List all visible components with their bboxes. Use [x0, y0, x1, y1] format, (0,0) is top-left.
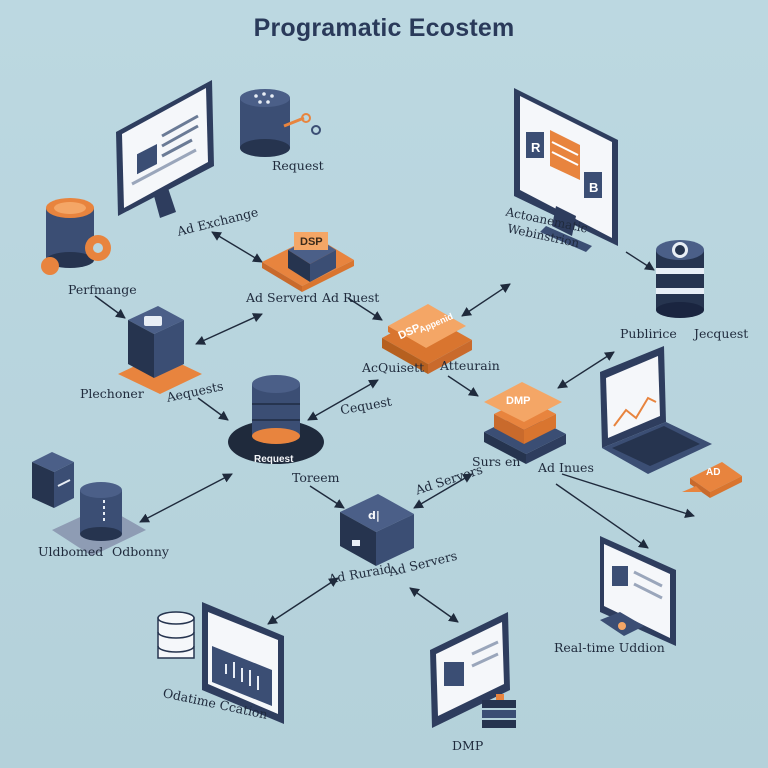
arrow-exchange-dsp: [211, 231, 263, 263]
arrow-request-center: [307, 379, 379, 421]
label-plechoner: Plechoner: [80, 386, 144, 401]
label-jequest: Jecquest: [694, 326, 749, 341]
ad-card-tag: AD: [706, 467, 721, 478]
database-stack-icon: [157, 611, 195, 659]
label-perfmange: Perfmange: [68, 282, 137, 297]
laptop-icon: [600, 346, 712, 474]
data-server-cluster-icon: [32, 452, 146, 556]
arrow-adcenter-dmpmonitor: [409, 587, 459, 623]
ad-card-icon: [682, 462, 742, 498]
label-realtime: Real-time Uddion: [554, 640, 665, 655]
arrow-adcenter-dmp: [413, 473, 473, 509]
publisher-database-icon: [656, 240, 704, 318]
arrow-adinues-tablet: [555, 483, 649, 549]
monitor-icon-top-left: [116, 80, 214, 218]
label-publisher: Publirice: [620, 326, 677, 341]
arrow-plechoner-dsp: [195, 313, 263, 345]
arrow-adcenter-dashboard: [267, 577, 339, 625]
arrow-perfmange-plechoner: [94, 295, 126, 319]
dashboard-monitor-icon: [202, 602, 284, 724]
screen-r-tag: R: [531, 140, 541, 155]
request-database-icon: [240, 89, 321, 157]
dsp-top-tag: DSP: [300, 236, 323, 248]
arrow-dmp-laptop: [557, 351, 615, 389]
label-surs-en: Surs en: [472, 454, 521, 469]
request-platform-tag: Request: [254, 454, 294, 465]
monitor-icon-top-right: [514, 88, 618, 252]
plechoner-server-icon: [118, 306, 202, 394]
request-platform: [228, 375, 324, 464]
label-toreem: Toreem: [292, 470, 340, 485]
label-odbonny: Odbonny: [112, 544, 169, 559]
arrow-center-dmp: [447, 375, 479, 397]
dsp-platform-center: [382, 304, 472, 374]
arrow-webinstrion-publisher: [625, 251, 655, 271]
dmp-monitor-icon: [430, 612, 516, 728]
ad-server-center-icon: d|: [340, 494, 414, 566]
arrow-aequests-request: [197, 397, 229, 421]
diagram-title: Programatic Ecostem: [253, 14, 515, 42]
label-atteurain: Atteurain: [440, 358, 500, 373]
label-unbomed: Uldbomed: [38, 544, 104, 559]
svg-text:d|: d|: [368, 509, 380, 522]
label-ad-server-main: Ad Serverd: [246, 290, 318, 305]
arrow-dbserver-request: [139, 473, 233, 523]
label-ad-request: Ad Ruest: [322, 290, 380, 305]
dmp-platform-center: [484, 382, 566, 464]
arrow-adinues-ad: [561, 473, 695, 518]
screen-b-tag: B: [589, 180, 599, 195]
label-acquisition: AcQuisett: [362, 360, 425, 375]
dsp-platform-top: [262, 232, 354, 292]
perfmange-database-icon: [41, 198, 111, 275]
label-dmp-bottom: DMP: [452, 738, 484, 753]
arrow-adruest-center: [347, 297, 383, 321]
arrow-webinstrion-center: [461, 283, 511, 317]
arrow-toreem-adcenter: [309, 485, 345, 509]
label-request-top: Request: [272, 158, 324, 173]
tablet-icon: [600, 536, 676, 646]
label-ad-inues: Ad Inues: [538, 460, 594, 475]
dmp-center-tag: DMP: [506, 395, 531, 407]
connectors: [94, 231, 695, 625]
